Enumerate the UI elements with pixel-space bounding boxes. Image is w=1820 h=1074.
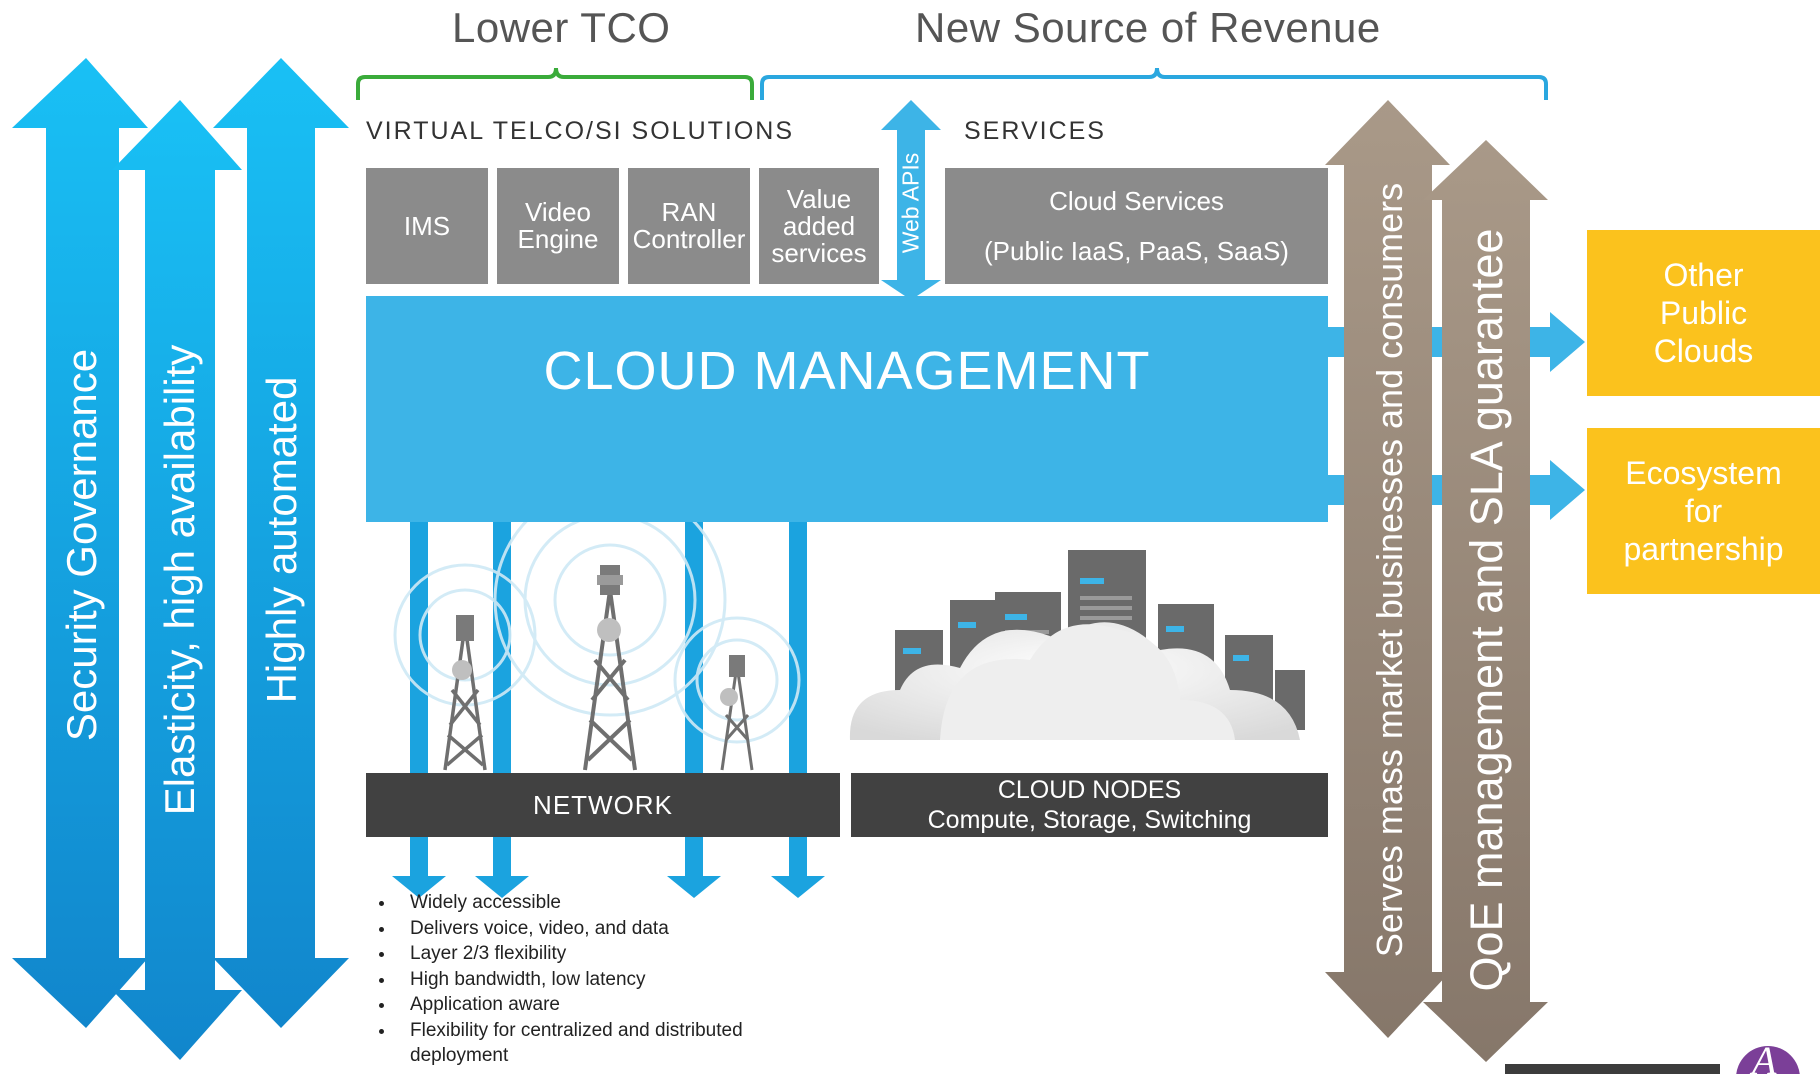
cloud-nodes-bar: CLOUD NODES Compute, Storage, Switching [851, 773, 1328, 837]
security-governance-label: Security Governance [58, 348, 105, 742]
list-item: High bandwidth, low latency [396, 967, 846, 993]
services-label: SERVICES [964, 117, 1106, 145]
other-clouds-line2: Public [1659, 295, 1748, 331]
web-apis-label: Web APIs [897, 152, 924, 254]
ims-box: IMS [366, 168, 488, 284]
down-arrows [392, 522, 825, 898]
other-clouds-line1: Other [1663, 257, 1744, 293]
server-cloud-icon [849, 550, 1305, 740]
qoe-sla-arrow [1423, 140, 1548, 1062]
value-added-services-box: Value added services [759, 168, 879, 284]
brand-logo-icon: A [1505, 1038, 1800, 1074]
serves-mass-market-arrow [1325, 100, 1450, 1038]
lower-tco-header: Lower TCO [452, 4, 671, 51]
network-label: NETWORK [533, 790, 673, 820]
vas-label-line3: services [771, 237, 867, 268]
web-apis-arrow [881, 100, 941, 300]
elasticity-label: Elasticity, high availability [156, 344, 203, 816]
highly-automated-arrow [213, 58, 349, 1028]
qoe-sla-label: QoE management and SLA guarantee [1461, 228, 1512, 992]
ecosystem-line1: Ecosystem [1625, 455, 1782, 491]
list-item: Delivers voice, video, and data [396, 916, 846, 942]
ran-controller-box: RAN Controller [628, 168, 750, 284]
ims-label: IMS [403, 210, 451, 241]
list-item: Flexibility for centralized and distribu… [396, 1018, 846, 1069]
vas-label-line1: Value [786, 183, 852, 214]
elasticity-arrow [112, 100, 242, 1060]
ran-label-line1: RAN [661, 197, 717, 227]
virtual-solutions-label: VIRTUAL TELCO/SI SOLUTIONS [366, 117, 795, 145]
lower-tco-brace [356, 67, 754, 100]
network-bar: NETWORK [366, 773, 840, 837]
other-clouds-line3: Clouds [1653, 333, 1754, 369]
cell-tower-icon [393, 483, 801, 771]
new-revenue-header: New Source of Revenue [915, 4, 1381, 51]
new-revenue-brace [760, 67, 1548, 100]
cloud-services-subtitle: (Public IaaS, PaaS, SaaS) [984, 236, 1289, 266]
security-governance-arrow [12, 58, 148, 1028]
list-item: Application aware [396, 992, 846, 1018]
list-item: Widely accessible [396, 890, 846, 916]
video-label-line1: Video [524, 197, 592, 227]
network-features-list: Widely accessible Delivers voice, video,… [366, 890, 846, 1069]
ecosystem-line3: partnership [1623, 531, 1784, 567]
cloud-management-title: CLOUD MANAGEMENT [543, 341, 1151, 401]
svg-text:A: A [1749, 1038, 1777, 1074]
cloud-services-title: Cloud Services [1049, 186, 1224, 216]
video-label-line2: Engine [517, 224, 599, 254]
cloud-management-block: CLOUD MANAGEMENT [366, 296, 1328, 522]
ecosystem-box: Ecosystem for partnership [1587, 428, 1820, 594]
other-public-clouds-box: Other Public Clouds [1587, 230, 1820, 396]
ran-label-line2: Controller [632, 224, 746, 254]
list-item: Layer 2/3 flexibility [396, 941, 846, 967]
cloud-nodes-title: CLOUD NODES [997, 776, 1182, 804]
serves-mass-market-label: Serves mass market businesses and consum… [1369, 182, 1410, 958]
video-engine-box: Video Engine [497, 168, 619, 284]
ecosystem-line2: for [1684, 493, 1723, 529]
highly-automated-label: Highly automated [258, 376, 305, 704]
cloud-nodes-subtitle: Compute, Storage, Switching [927, 806, 1252, 834]
vas-label-line2: added [782, 210, 856, 241]
cloud-services-box: Cloud Services (Public IaaS, PaaS, SaaS) [945, 168, 1328, 284]
